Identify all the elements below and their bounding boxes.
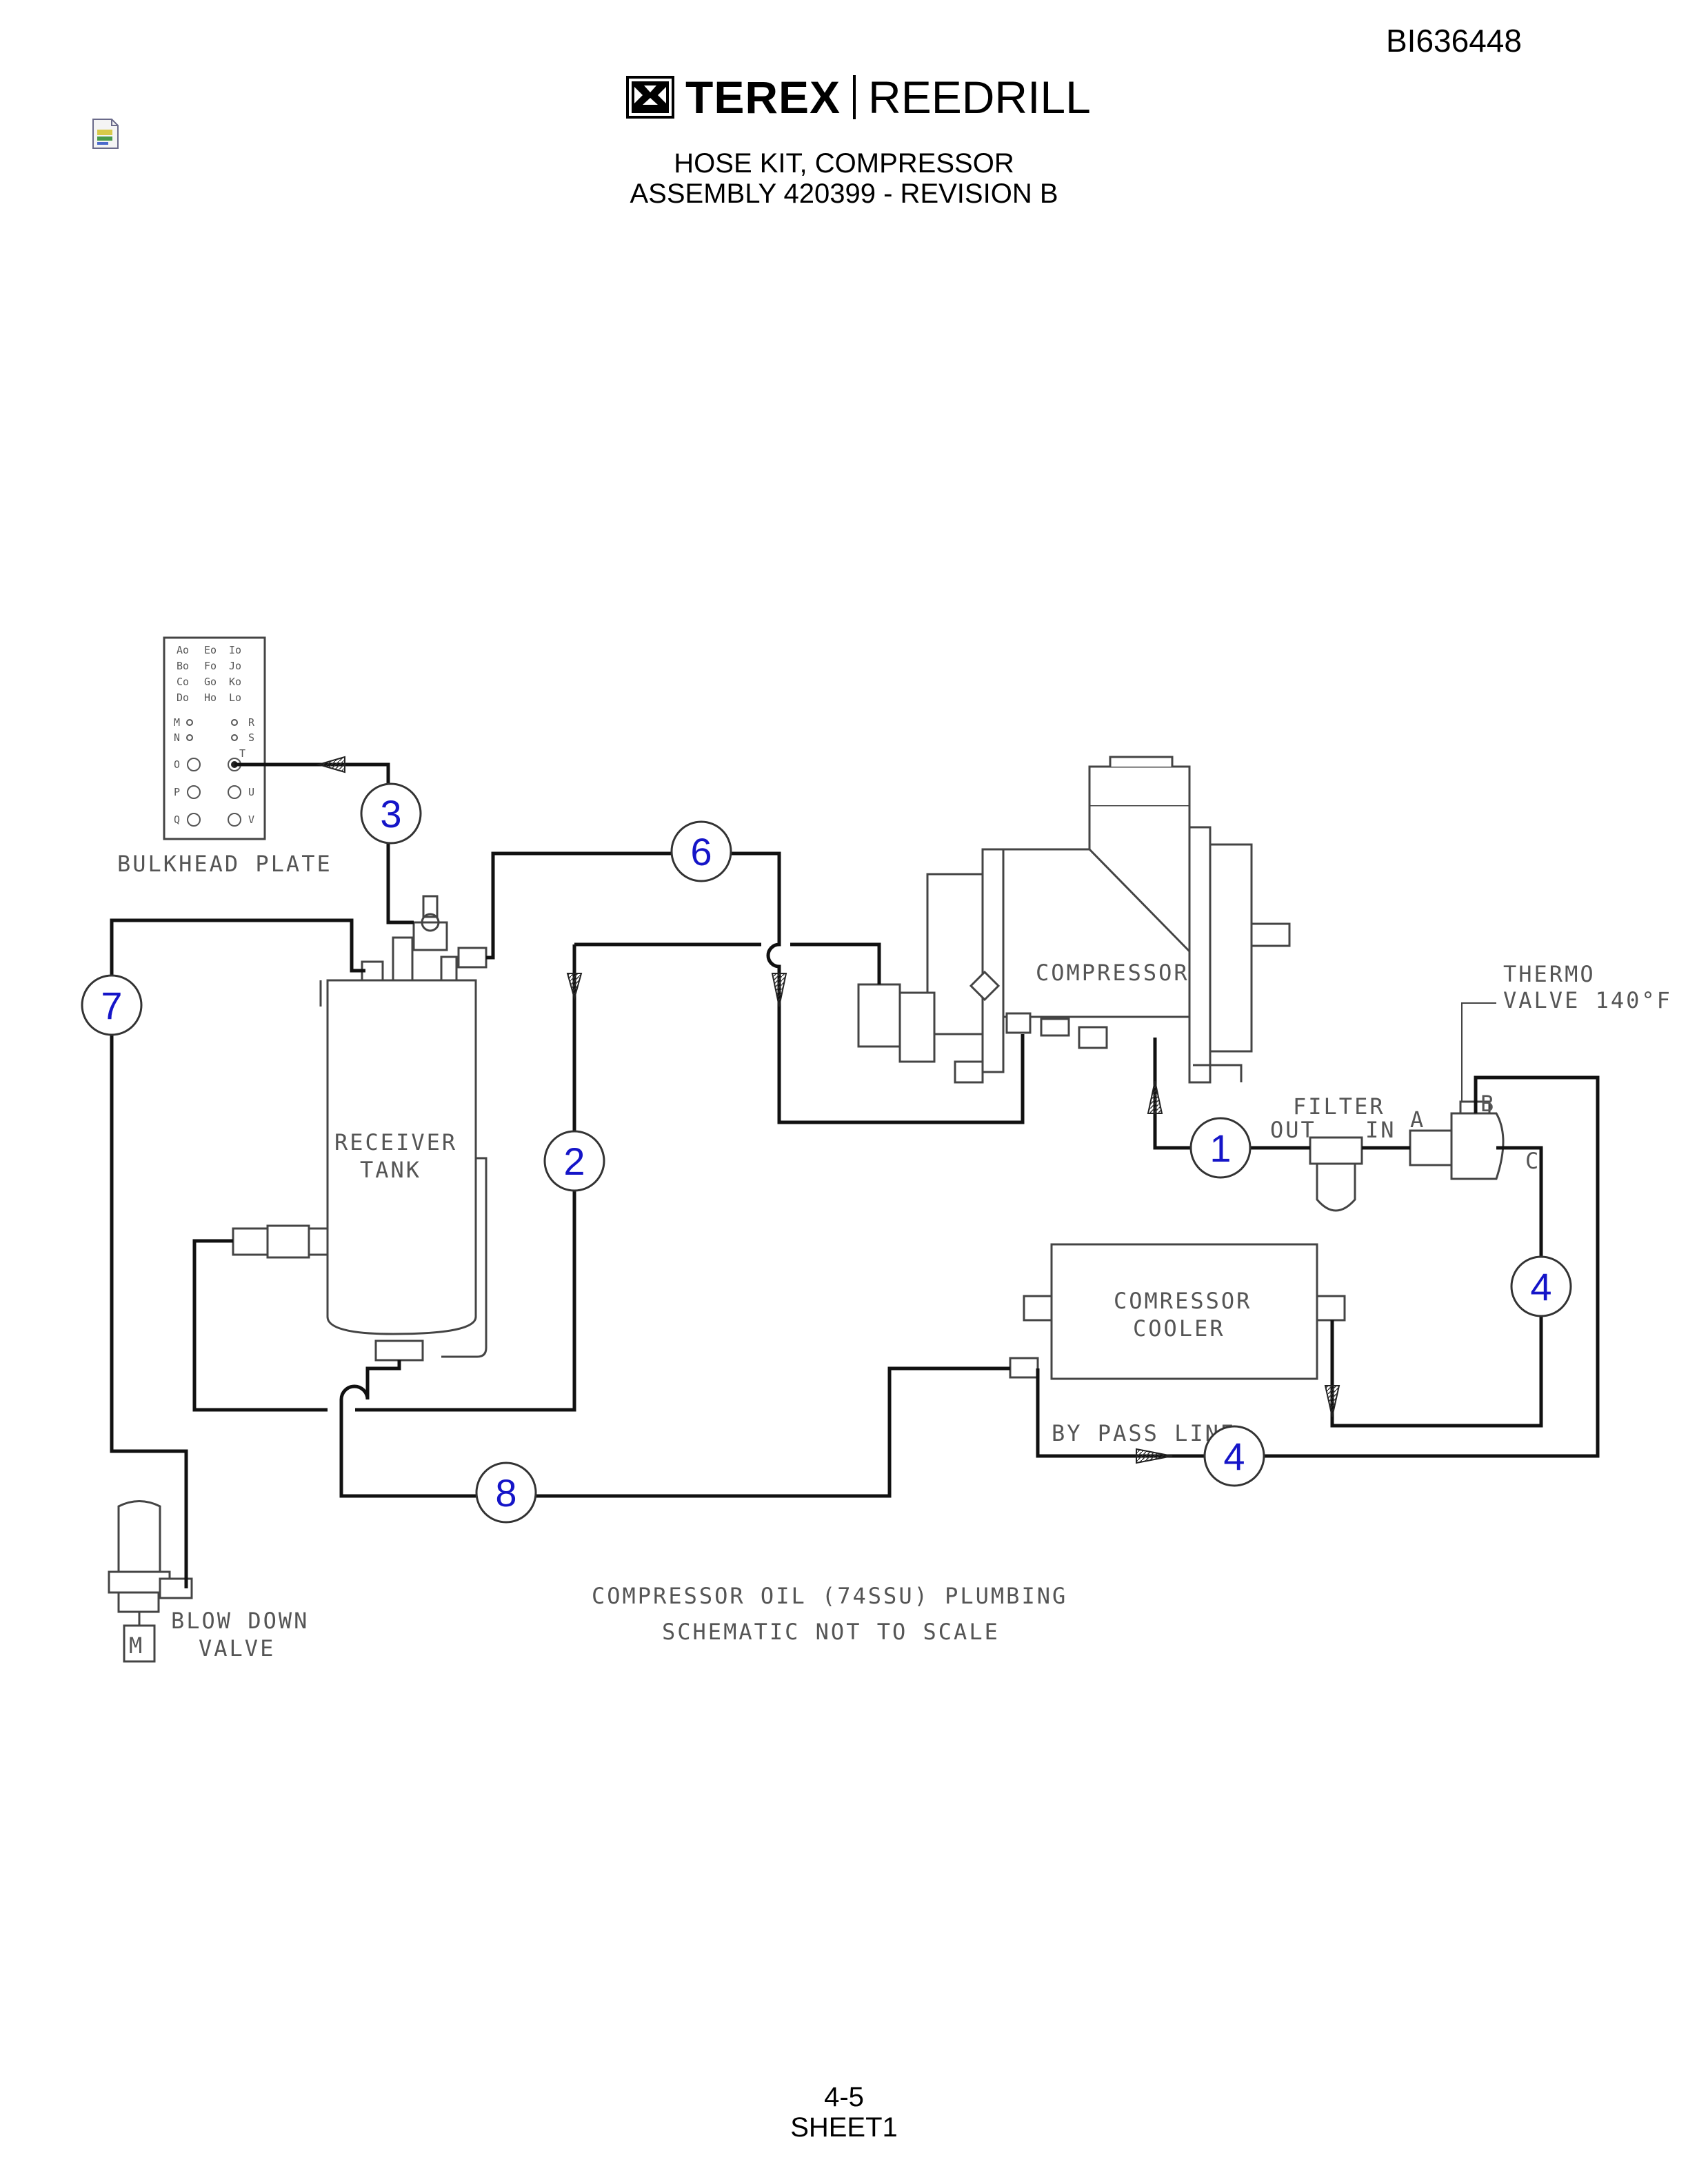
compressor [857,756,1291,1084]
cooler-label-2: COOLER [1133,1315,1225,1342]
schematic-caption-1: COMPRESSOR OIL (74SSU) PLUMBING [592,1583,1067,1609]
plate-label-p: P [174,786,180,798]
terex-reedrill-logo: TEREX REEDRILL [626,72,1091,123]
plate-label-n: N [174,731,180,744]
sheet-label: SHEET1 [790,2112,898,2143]
flow-arrows [316,756,1340,1464]
svg-text:4: 4 [1223,1435,1245,1478]
callout-2: 2 [543,1130,605,1192]
document-icon[interactable] [91,117,120,150]
bulkhead-plate: Ao Eo Io Bo Fo Jo Co Go Ko Do Ho Lo M N … [163,636,266,840]
hose-line-4b [1036,1075,1600,1458]
plate-label-row2a: Bo [177,660,189,672]
hose-line-2b [355,944,576,1412]
svg-text:8: 8 [495,1471,516,1515]
filter-in-label: IN [1365,1117,1396,1143]
plate-label-m: M [174,716,180,729]
plate-label-row4b: Ho [204,691,217,704]
thermo-valve-label-2: VALVE 140°F [1503,987,1672,1013]
callout-7: 7 [81,974,143,1036]
plate-label-r: R [248,716,255,729]
svg-text:2: 2 [563,1140,585,1183]
document-id: BI636448 [1386,23,1522,59]
receiver-tank-label-2: TANK [360,1157,421,1183]
receiver-tank-label-1: RECEIVER [334,1129,457,1155]
plate-label-s: S [248,731,254,744]
callout-4-lower: 4 [1203,1425,1265,1487]
schematic-caption-2: SCHEMATIC NOT TO SCALE [662,1619,1000,1645]
plate-label-row3a: Co [177,676,189,688]
plate-label-row1c: Io [229,644,241,656]
callouts: 1 2 3 4 4 6 7 8 [81,782,1572,1524]
hose-line-8 [339,1360,1010,1498]
plate-label-row2c: Jo [229,660,241,672]
cooler-label-1: COMRESSOR [1114,1288,1252,1314]
bypass-line-label: BY PASS LINE [1052,1420,1236,1446]
svg-text:3: 3 [380,792,401,836]
filter [1309,1136,1363,1212]
blow-down-label-1: BLOW DOWN [171,1608,309,1634]
svg-text:4: 4 [1530,1265,1551,1308]
plate-label-q: Q [174,813,180,826]
callout-3: 3 [360,782,422,845]
svg-text:6: 6 [690,830,712,873]
callout-8: 8 [475,1462,537,1524]
compressor-label: COMPRESSOR [1036,960,1189,986]
drawing-title: HOSE KIT, COMPRESSOR [674,148,1014,179]
drawing-subtitle: ASSEMBLY 420399 - REVISION B [630,179,1058,209]
plate-label-row3c: Ko [229,676,241,688]
terex-logo-icon [626,76,674,119]
plate-label-row2b: Fo [204,660,217,672]
port-c-label: C [1525,1148,1540,1174]
blow-down-valve [108,1500,193,1663]
plate-label-row4c: Lo [229,691,241,704]
filter-label: FILTER [1293,1093,1385,1120]
plate-label-row4a: Do [177,691,189,704]
hose-lines [110,762,1600,1588]
hose-line-4a [1330,1146,1543,1428]
bulkhead-plate-label: BULKHEAD PLATE [117,851,332,877]
plate-label-u: U [248,786,254,798]
plate-label-row3b: Go [204,676,217,688]
receiver-tank [232,895,488,1362]
callout-6: 6 [670,820,732,882]
port-b-label: B [1480,1091,1496,1117]
motor-label: M [129,1632,144,1659]
blow-down-label-2: VALVE [199,1635,275,1661]
hose-line-1 [1153,1038,1410,1150]
port-a-label: A [1410,1106,1425,1133]
hose-line-6 [486,851,1025,1124]
hose-line-7 [110,918,365,1588]
plate-label-v: V [248,813,254,826]
sub-brand-name: REEDRILL [868,72,1091,123]
logo-divider [853,75,856,119]
plate-label-row1b: Eo [204,644,217,656]
thermo-valve-label-1: THERMO [1503,961,1596,987]
brand-name: TEREX [685,72,841,123]
svg-text:1: 1 [1209,1126,1231,1170]
filter-out-label: OUT [1270,1117,1316,1143]
page-number: 4-5 [824,2082,864,2112]
callout-4-upper: 4 [1510,1255,1572,1317]
plate-label-t: T [239,747,245,760]
svg-text:7: 7 [101,984,122,1027]
plate-label-o: O [174,758,180,771]
callout-1: 1 [1189,1117,1252,1179]
compressor-cooler [1009,1243,1346,1380]
plate-label-row1a: Ao [177,644,189,656]
